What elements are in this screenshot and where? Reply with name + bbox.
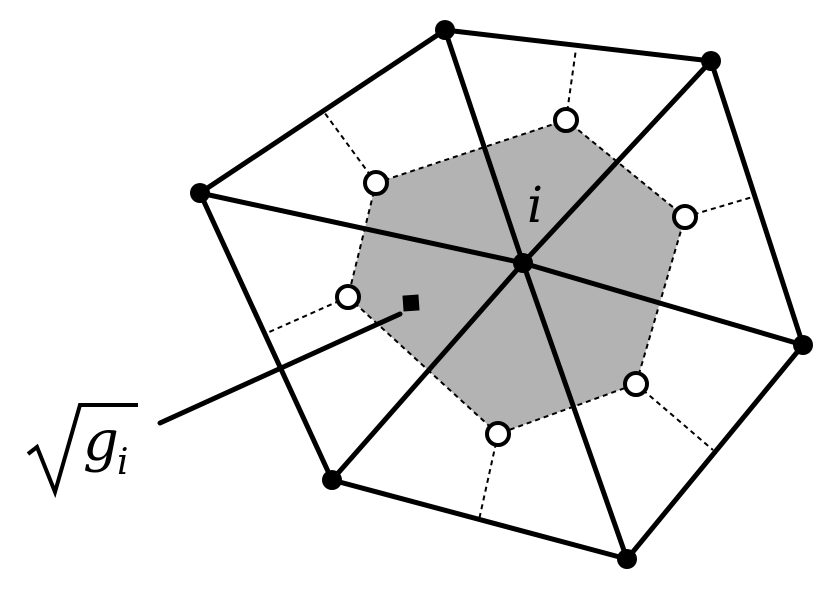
spoke-edge xyxy=(442,27,526,266)
hollow-circle-marker xyxy=(623,371,649,397)
dashed-connector xyxy=(266,296,349,334)
outer-vertex xyxy=(435,20,455,40)
spoke-edge xyxy=(329,260,526,483)
hollow-circle-marker xyxy=(363,170,389,196)
spoke-edge xyxy=(520,260,806,348)
hollow-circle-marker xyxy=(672,204,698,230)
metric-base: g xyxy=(83,409,119,474)
dashed-connector xyxy=(323,111,377,184)
hollow-circle-marker xyxy=(335,284,361,310)
spoke-edge xyxy=(520,58,714,266)
outer-vertex xyxy=(701,51,721,71)
spoke-edge xyxy=(520,260,630,562)
spoke-edges xyxy=(197,27,806,562)
spoke-edge xyxy=(197,190,526,266)
center-vertex xyxy=(513,253,533,273)
mesh-vertices xyxy=(190,20,813,569)
sample-point-marker xyxy=(402,294,420,312)
outer-vertex xyxy=(322,470,342,490)
outer-vertex xyxy=(793,335,813,355)
metric-subscript: i xyxy=(117,442,129,483)
center-vertex-label: i xyxy=(527,176,543,234)
edge-midpoint-markers xyxy=(335,107,698,447)
outer-vertex xyxy=(190,183,210,203)
hollow-circle-marker xyxy=(553,107,579,133)
outer-vertex xyxy=(617,549,637,569)
dashed-connector xyxy=(478,433,499,521)
sqrt-symbol xyxy=(26,403,138,499)
dashed-connector xyxy=(635,383,714,451)
hollow-circle-marker xyxy=(485,421,511,447)
leader-line xyxy=(157,311,403,426)
metric-label: g i xyxy=(26,403,138,499)
